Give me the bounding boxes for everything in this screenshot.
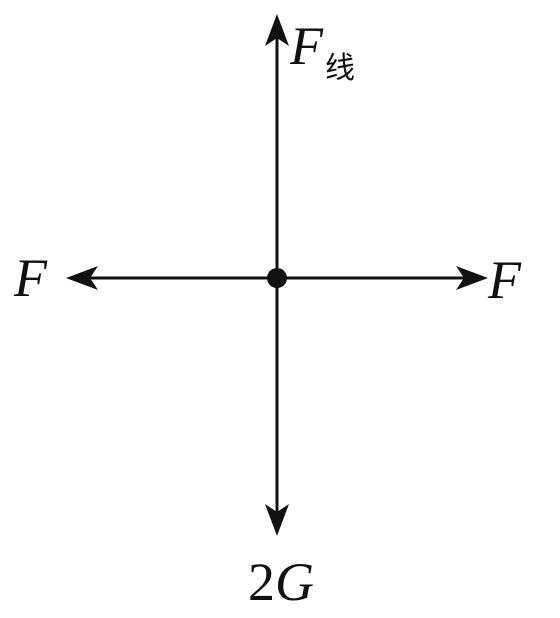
- label-up-symbol: F: [289, 16, 324, 76]
- label-down-symbol: G: [275, 552, 314, 612]
- label-left-force: F: [13, 248, 48, 308]
- label-up-force: F线: [289, 16, 355, 86]
- arrowhead-down-icon: [265, 504, 289, 536]
- arrowhead-right-icon: [456, 266, 488, 290]
- arrowhead-up-icon: [265, 14, 289, 46]
- label-down-coefficient: 2: [248, 552, 275, 612]
- arrowhead-left-icon: [66, 266, 98, 290]
- label-up-subscript: 线: [325, 51, 355, 86]
- label-right-force: F: [487, 250, 522, 310]
- label-down-force: 2G: [248, 552, 314, 612]
- object-point: [267, 268, 287, 288]
- label-right-symbol: F: [487, 250, 522, 310]
- label-left-symbol: F: [13, 248, 48, 308]
